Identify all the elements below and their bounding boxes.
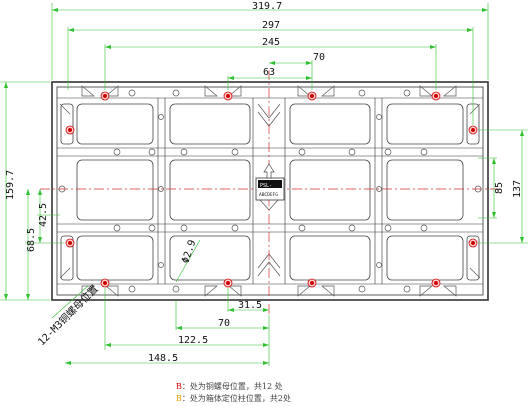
dim-63: 63 (263, 67, 275, 78)
nut-note-text: ：处为铜螺母位置，共12 处 (181, 382, 283, 391)
dim-68-5: 68.5 (26, 228, 37, 252)
pin-note-text: ：处为箱体定位柱位置，共2处 (181, 394, 291, 403)
dimension-lines (0, 3, 528, 366)
dim-137: 137 (512, 180, 523, 198)
dim-overall-width: 319.7 (252, 1, 282, 12)
outer-frame (51, 81, 489, 301)
copper-nut-markers (65, 91, 478, 288)
inner-frame (56, 86, 484, 296)
center-tag-line1: PSL- (260, 183, 272, 189)
center-connector: PSL- ABCDEFG (255, 163, 285, 201)
dim-122-5: 122.5 (178, 335, 208, 346)
dim-42-5: 42.5 (38, 203, 49, 227)
dim-overall-height: 159.7 (5, 170, 16, 200)
center-tag-line2: ABCDEFG (259, 192, 278, 198)
dim-148-5: 148.5 (148, 353, 178, 364)
dimension-arrows (4, 8, 524, 365)
nut-marker-symbol: B (176, 382, 182, 391)
cell-windows (60, 103, 480, 281)
dim-70-top: 70 (313, 52, 325, 63)
legend-nut-note: B：处为铜螺母位置，共12 处 (176, 381, 283, 392)
panel-outline (51, 81, 489, 301)
dim-245: 245 (262, 37, 280, 48)
dim-297: 297 (262, 20, 280, 31)
dim-85: 85 (494, 182, 505, 194)
dim-31-5: 31.5 (238, 300, 262, 311)
legend-pin-note: B：处为箱体定位柱位置，共2处 (176, 393, 291, 404)
nut-position-callout: 12-M3铜螺母位置 (35, 282, 101, 348)
dim-70-bottom: 70 (218, 318, 230, 329)
dim-hole-diameter: Φ2.9 (180, 239, 198, 265)
pin-marker-symbol: B (176, 394, 182, 403)
